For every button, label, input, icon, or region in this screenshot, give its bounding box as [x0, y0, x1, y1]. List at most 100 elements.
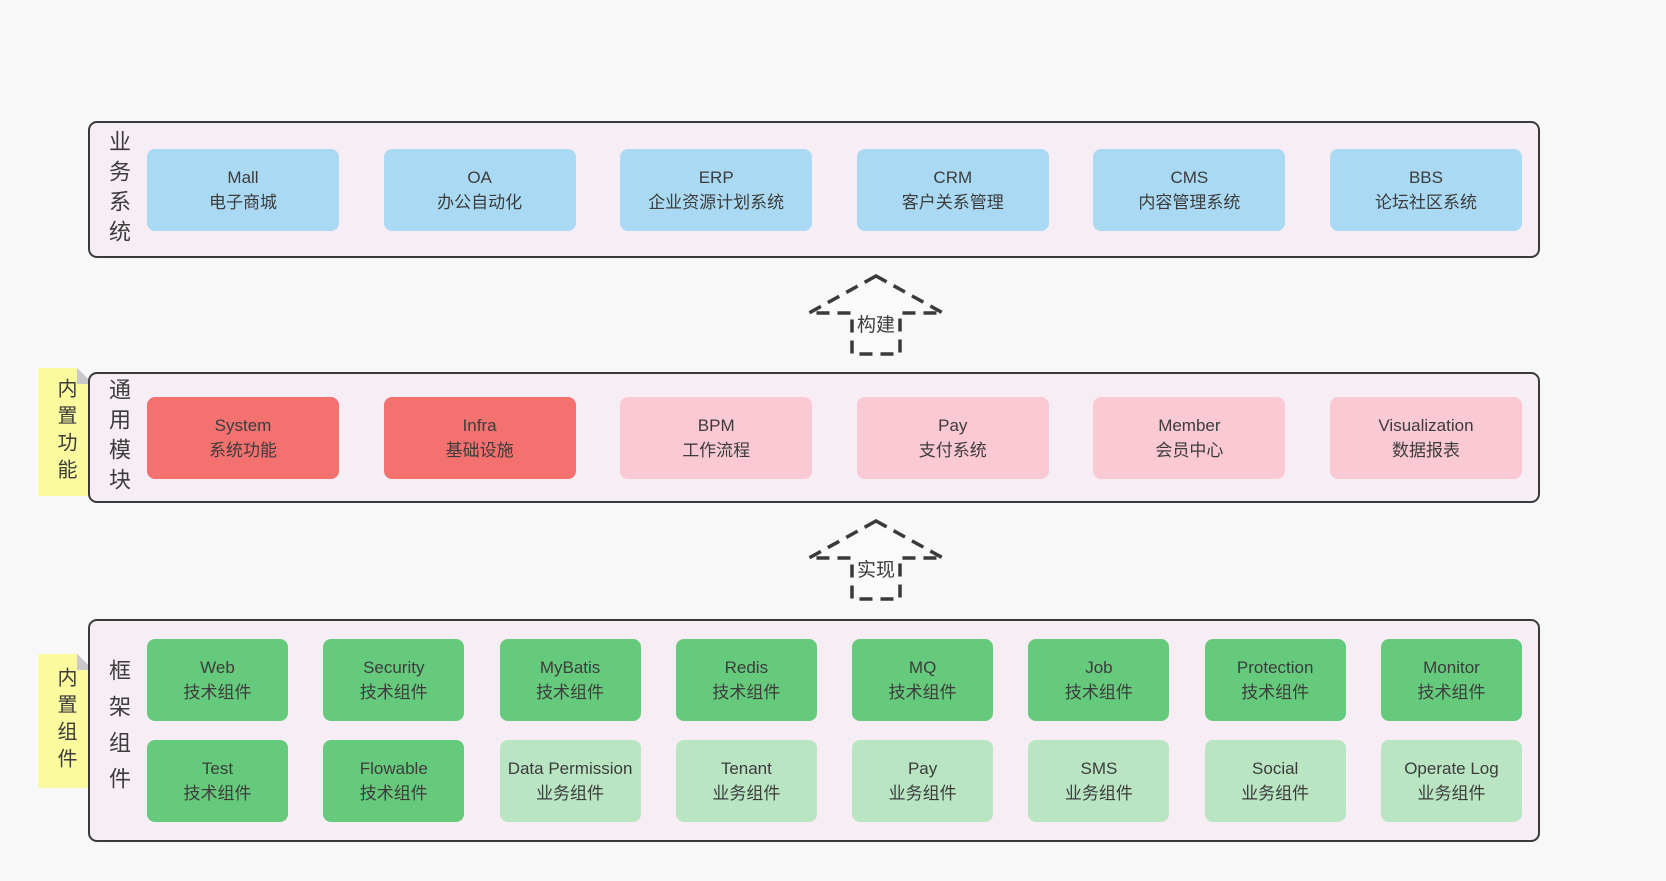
- box-protection: Protection 技术组件: [1204, 639, 1346, 722]
- box-cms: CMS 内容管理系统: [1093, 148, 1286, 231]
- box-title: BPM: [697, 415, 735, 435]
- box-pay-biz: Pay 业务组件: [852, 739, 994, 822]
- box-erp: ERP 企业资源计划系统: [620, 148, 813, 231]
- box-mall: Mall 电子商城: [147, 148, 339, 231]
- box-title: Data Permission: [507, 758, 633, 778]
- layer-framework-components: 框架组件 Web 技术组件 Security 技术组件 MyBatis 技术组件…: [88, 619, 1540, 842]
- box-title: Operate Log: [1404, 758, 1499, 778]
- arrow-build: 构建: [806, 273, 946, 357]
- box-title: Tenant: [720, 758, 772, 778]
- box-subtitle: 工作流程: [682, 440, 751, 460]
- box-subtitle: 技术组件: [888, 683, 957, 703]
- business-systems-row: Mall 电子商城 OA 办公自动化 ERP 企业资源计划系统 CRM 客户关系…: [90, 123, 1538, 256]
- box-subtitle: 业务组件: [1064, 783, 1133, 803]
- box-security: Security 技术组件: [323, 639, 465, 722]
- sticky-built-in-components: 内置组件: [38, 654, 93, 788]
- box-subtitle: 电子商城: [209, 192, 277, 212]
- framework-components-rows: Web 技术组件 Security 技术组件 MyBatis 技术组件 Redi…: [90, 621, 1538, 840]
- box-title: Redis: [724, 658, 769, 678]
- box-title: Visualization: [1378, 415, 1474, 435]
- box-pay: Pay 支付系统: [856, 396, 1049, 479]
- box-title: Infra: [462, 415, 497, 435]
- box-mybatis: MyBatis 技术组件: [499, 639, 641, 722]
- layer-common-modules: 通用模块 System 系统功能 Infra 基础设施 BPM 工作流程 Pay…: [88, 372, 1540, 503]
- framework-row-2: Test 技术组件 Flowable 技术组件 Data Permission …: [90, 739, 1538, 822]
- box-title: MyBatis: [539, 658, 601, 678]
- sticky-label: 内置功能: [54, 378, 76, 486]
- common-modules-row: System 系统功能 Infra 基础设施 BPM 工作流程 Pay 支付系统…: [90, 374, 1538, 501]
- box-title: Protection: [1236, 658, 1314, 678]
- box-subtitle: 技术组件: [183, 683, 252, 703]
- arrow-implement: 实现: [806, 518, 946, 602]
- box-title: Monitor: [1423, 658, 1480, 678]
- box-subtitle: 技术组件: [183, 783, 252, 803]
- box-subtitle: 技术组件: [1064, 683, 1133, 703]
- box-operate-log: Operate Log 业务组件: [1380, 739, 1522, 822]
- box-title: Mall: [227, 167, 259, 187]
- box-redis: Redis 技术组件: [675, 639, 817, 722]
- layer-business-systems: 业务系统 Mall 电子商城 OA 办公自动化 ERP 企业资源计划系统 CRM…: [88, 121, 1540, 258]
- box-system: System 系统功能: [147, 396, 339, 479]
- box-subtitle: 支付系统: [918, 440, 987, 460]
- box-social: Social 业务组件: [1204, 739, 1346, 822]
- box-title: CMS: [1170, 167, 1209, 187]
- box-subtitle: 客户关系管理: [901, 192, 1004, 212]
- box-title: Job: [1085, 658, 1113, 678]
- box-title: Member: [1158, 415, 1221, 435]
- box-monitor: Monitor 技术组件: [1380, 639, 1522, 722]
- box-job: Job 技术组件: [1028, 639, 1170, 722]
- box-subtitle: 技术组件: [1417, 683, 1486, 703]
- business-systems-label: 业务系统: [106, 129, 131, 250]
- box-tenant: Tenant 业务组件: [675, 739, 817, 822]
- box-infra: Infra 基础设施: [383, 396, 576, 479]
- box-subtitle: 内容管理系统: [1138, 192, 1241, 212]
- box-test: Test 技术组件: [147, 739, 288, 822]
- box-subtitle: 企业资源计划系统: [648, 192, 785, 212]
- box-subtitle: 技术组件: [536, 683, 605, 703]
- box-subtitle: 基础设施: [445, 440, 514, 460]
- box-title: MQ: [908, 658, 937, 678]
- box-mq: MQ 技术组件: [852, 639, 994, 722]
- box-title: CRM: [933, 167, 973, 187]
- box-data-permission: Data Permission 业务组件: [499, 739, 641, 822]
- box-crm: CRM 客户关系管理: [856, 148, 1049, 231]
- box-title: Social: [1252, 758, 1299, 778]
- box-title: Pay: [938, 415, 968, 435]
- box-visualization: Visualization 数据报表: [1329, 396, 1522, 479]
- box-subtitle: 业务组件: [888, 783, 957, 803]
- box-subtitle: 技术组件: [712, 683, 781, 703]
- box-member: Member 会员中心: [1093, 396, 1286, 479]
- box-subtitle: 办公自动化: [437, 192, 523, 212]
- box-title: ERP: [698, 167, 734, 187]
- box-title: OA: [467, 167, 492, 187]
- sticky-label: 内置组件: [54, 667, 76, 775]
- arrow-implement-label: 实现: [853, 555, 899, 582]
- sticky-built-in-features: 内置功能: [38, 368, 93, 496]
- framework-components-label: 框架组件: [106, 658, 131, 803]
- box-subtitle: 业务组件: [1417, 783, 1486, 803]
- box-title: Security: [363, 658, 425, 678]
- box-subtitle: 会员中心: [1155, 440, 1224, 460]
- box-title: Test: [201, 758, 234, 778]
- box-title: Flowable: [359, 758, 428, 778]
- box-subtitle: 数据报表: [1391, 440, 1460, 460]
- box-subtitle: 业务组件: [536, 783, 605, 803]
- box-subtitle: 系统功能: [209, 440, 277, 460]
- box-oa: OA 办公自动化: [383, 148, 576, 231]
- box-subtitle: 技术组件: [359, 783, 428, 803]
- framework-row-1: Web 技术组件 Security 技术组件 MyBatis 技术组件 Redi…: [90, 639, 1538, 722]
- box-title: Web: [200, 658, 235, 678]
- box-subtitle: 业务组件: [1241, 783, 1310, 803]
- box-flowable: Flowable 技术组件: [323, 739, 465, 822]
- box-bbs: BBS 论坛社区系统: [1329, 148, 1522, 231]
- arrow-build-label: 构建: [853, 310, 899, 337]
- box-subtitle: 业务组件: [712, 783, 781, 803]
- box-title: SMS: [1080, 758, 1118, 778]
- box-title: BBS: [1408, 167, 1443, 187]
- box-bpm: BPM 工作流程: [620, 396, 813, 479]
- common-modules-label: 通用模块: [106, 377, 131, 498]
- box-title: System: [214, 415, 272, 435]
- box-title: Pay: [907, 758, 938, 778]
- box-subtitle: 技术组件: [359, 683, 428, 703]
- box-web: Web 技术组件: [147, 639, 288, 722]
